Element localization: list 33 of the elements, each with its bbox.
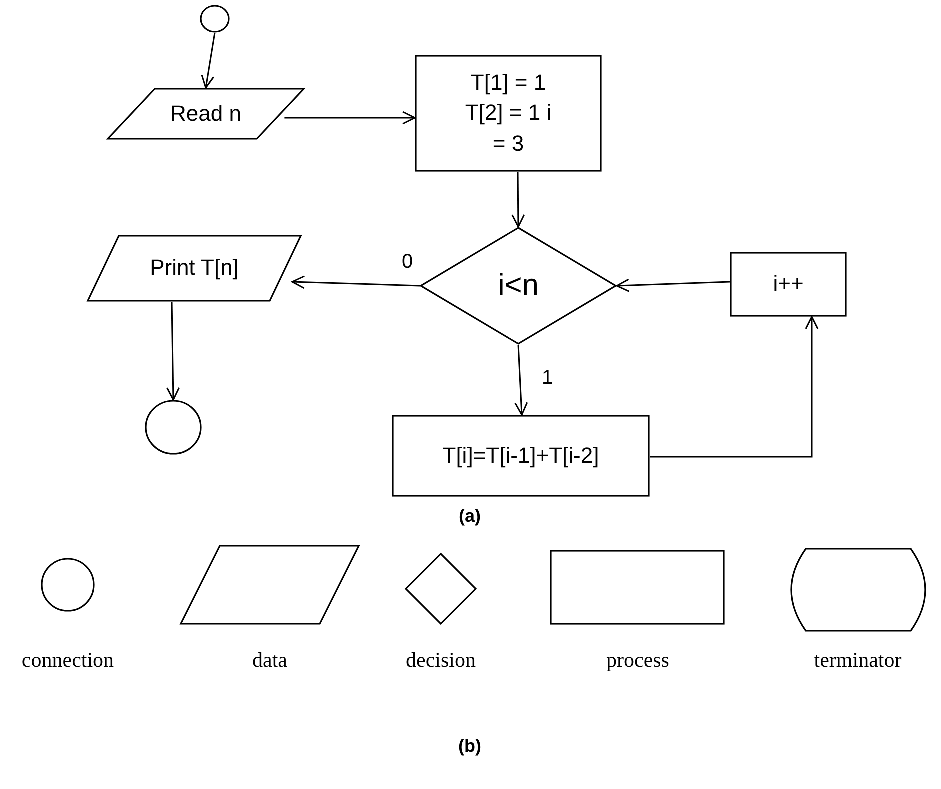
shape-caption: decision <box>405 647 477 674</box>
node-text: i++ <box>773 270 804 298</box>
figure-caption: (b) <box>458 735 482 758</box>
connector-circle <box>41 558 95 612</box>
node-text: T[1] = 1 T[2] = 1 i = 3 <box>464 69 553 158</box>
arrow <box>292 276 420 290</box>
arrow <box>284 111 416 125</box>
node-text: i<n <box>498 268 539 304</box>
figure-caption: (a) <box>458 505 482 528</box>
data-parallelogram <box>107 88 305 140</box>
node-text: Print T[n] <box>150 254 239 282</box>
process-box <box>550 550 725 625</box>
process-box <box>392 415 650 497</box>
shape-caption: data <box>252 647 288 674</box>
process-box <box>730 252 847 317</box>
shape-caption: process <box>606 647 670 674</box>
arrow <box>650 316 819 458</box>
connector-circle <box>145 400 202 455</box>
data-parallelogram <box>180 545 360 625</box>
decision-diamond <box>405 553 477 625</box>
arrow <box>201 32 216 89</box>
process-box <box>415 55 602 172</box>
shape-caption: connection <box>20 647 116 674</box>
arrow <box>166 302 180 401</box>
data-parallelogram <box>87 235 302 302</box>
shape-caption: terminator <box>813 647 903 674</box>
arrow <box>514 344 528 416</box>
node-text: Read n <box>170 100 242 128</box>
arrow <box>616 278 730 292</box>
decision-diamond <box>420 227 617 345</box>
node-text: T[i]=T[i-1]+T[i-2] <box>442 442 600 470</box>
arrow <box>512 172 526 228</box>
connector-circle <box>200 5 230 33</box>
